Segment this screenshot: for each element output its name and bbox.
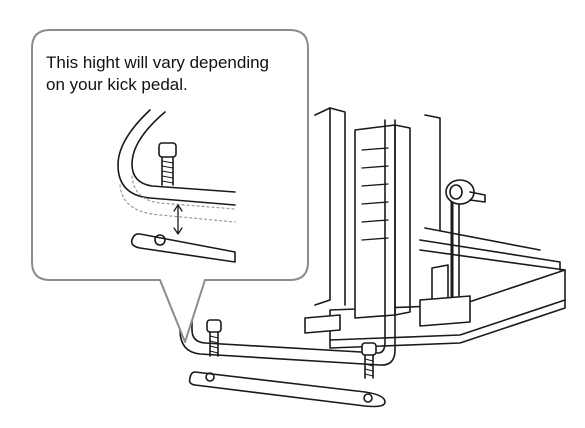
double-arrow-icon (173, 204, 183, 235)
bolt-icon (158, 142, 177, 186)
bolt-icon (206, 319, 222, 357)
kick-pedal (304, 107, 566, 349)
callout-text: This hight will vary depending on your k… (46, 52, 306, 96)
bolt-icon (361, 342, 377, 379)
zoom-detail (117, 109, 236, 263)
callout-line-2: on your kick pedal. (46, 75, 188, 94)
callout-line-1: This hight will vary depending (46, 53, 270, 72)
post-slots (361, 147, 389, 241)
callout-bubble (31, 29, 309, 343)
